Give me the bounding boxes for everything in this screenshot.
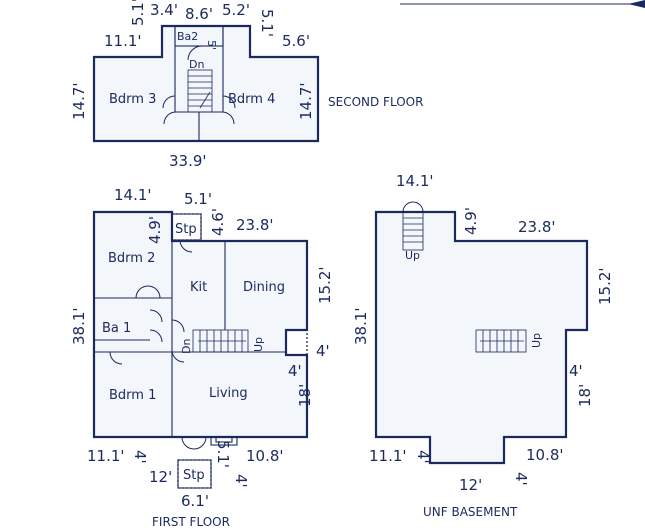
kitchen-door [171,319,185,333]
first-floor-stair-treads [198,330,246,352]
first-right-step-w-dim: 4' [288,362,302,380]
second-left-notch-w-dim: 3.4' [150,1,178,19]
bedroom-2-door-b [147,285,161,299]
first-right-step-dim: 4' [316,342,330,360]
basement-top-stair-label: Up [405,249,420,262]
basement-top-door [402,201,424,213]
first-bottom-right-dim: 10.8' [246,447,284,465]
first-stoop-bottom-step-dim: 4' [232,474,250,488]
basement-bottom-left-dim: 11.1' [369,447,407,465]
basement-notch-dim: 4.9' [462,207,480,235]
second-floor-caption: SECOND FLOOR [328,95,423,109]
right-step-dashed [285,329,308,356]
basement-right-step-dim: 4' [569,362,583,380]
living-label: Living [209,386,248,401]
first-stoop-h-dim: 4.6' [209,208,227,236]
first-right-lower-dim: 18' [296,384,314,407]
bath-1-door [149,309,163,323]
bedroom-1-label: Bdrm 1 [109,388,156,403]
first-floor: Bdrm 2 Kit Dining Ba 1 Bdrm 1 Living Stp… [70,186,334,529]
second-center-w-dim: 8.6' [185,5,213,23]
basement-caption: UNF BASEMENT [423,505,518,519]
basement-bottom-left-step-dim: 4' [414,450,432,464]
second-floor-outline [92,24,320,143]
basement-center-stair-label: Up [530,333,543,348]
basement-bottom-right-step-dim: 4' [512,472,530,486]
bath-2-depth-dim: 5' [205,40,218,50]
bedroom-3-door [162,95,176,109]
top-stoop-dashed [171,213,202,241]
front-door-a [181,436,195,450]
basement-right-lower-dim: 18' [576,384,594,407]
front-door-b [193,436,207,450]
bedroom-3-label: Bdrm 3 [109,92,156,107]
second-floor: Bdrm 3 Bdrm 4 Ba2 Dn 5' 5.1' 3.4' 8.6' 5… [70,0,423,170]
bedroom-4-door [222,95,236,109]
first-top-left-dim: 14.1' [114,186,152,204]
basement-outline [374,210,589,465]
second-right-top-dim: 5.6' [282,32,310,50]
first-right-upper-dim: 15.2' [316,266,334,304]
first-stoop-w-dim: 5.1' [184,190,212,208]
bedroom-4-label: Bdrm 4 [228,92,275,107]
second-left-notch-h-dim: 5.1' [129,0,147,26]
bottom-stoop-label: Stp [183,468,205,483]
first-stair-up-label: Up [252,337,265,352]
second-bottom-dim: 33.9' [169,152,207,170]
basement-top-stair-treads [403,217,423,243]
first-bottom-left-step-dim: 4' [131,450,149,464]
second-left-side-dim: 14.7' [70,82,88,120]
bath-2-label: Ba2 [177,30,198,43]
bedroom-2-door-a [135,285,149,299]
living-hall-door [171,349,185,363]
first-top-right-dim: 23.8' [236,216,274,234]
bedroom-2-label: Bdrm 2 [108,251,155,266]
first-bottom-center-dim: 12' [149,468,172,486]
bedroom-1-door [109,351,123,365]
second-left-top-dim: 11.1' [104,32,142,50]
second-floor-stair-label: Dn [189,58,204,71]
first-floor-stair [192,329,249,353]
basement-right-upper-dim: 15.2' [596,267,614,305]
top-rule-arrow [628,0,645,8]
basement-top-right-dim: 23.8' [518,218,556,236]
basement-center-stair-treads [480,330,524,352]
bath-2-door [187,45,203,61]
basement-center-stair [475,329,527,353]
basement-top-stair [402,211,424,251]
first-left-side-dim: 38.1' [70,307,88,345]
hall-door [149,329,163,343]
basement-top-left-dim: 14.1' [396,172,434,190]
basement-bottom-center-dim: 12' [459,476,482,494]
dining-label: Dining [243,280,285,295]
second-right-side-dim: 14.7' [297,82,315,120]
bottom-stoop-dashed [177,459,212,489]
kitchen-label: Kit [190,280,207,295]
closet-left-door [163,111,177,125]
first-stoop-bottom-w-dim: 6.1' [181,492,209,510]
basement: Up Up 14.1' 4.9' 23.8' 15.2' 38.1' 4' 18… [352,172,614,519]
basement-left-side-dim: 38.1' [352,307,370,345]
first-stoop-bottom-h-dim: 5.1' [214,440,232,468]
first-left-notch-dim: 4.9' [146,216,164,244]
closet-right-door [221,111,235,125]
bath-1-label: Ba 1 [102,321,131,336]
second-right-notch-w-dim: 5.2' [222,1,250,19]
second-floor-stair [187,69,213,113]
top-stoop-label: Stp [175,222,197,237]
second-right-notch-h-dim: 5.1' [258,9,276,37]
first-floor-caption: FIRST FLOOR [152,515,230,529]
top-stoop-door [179,239,193,253]
basement-bottom-right-dim: 10.8' [526,446,564,464]
first-bottom-left-dim: 11.1' [87,447,125,465]
fireplace-inner [215,436,233,443]
second-floor-stair-treads [188,75,212,109]
first-stair-down-label: Dn [180,339,193,354]
